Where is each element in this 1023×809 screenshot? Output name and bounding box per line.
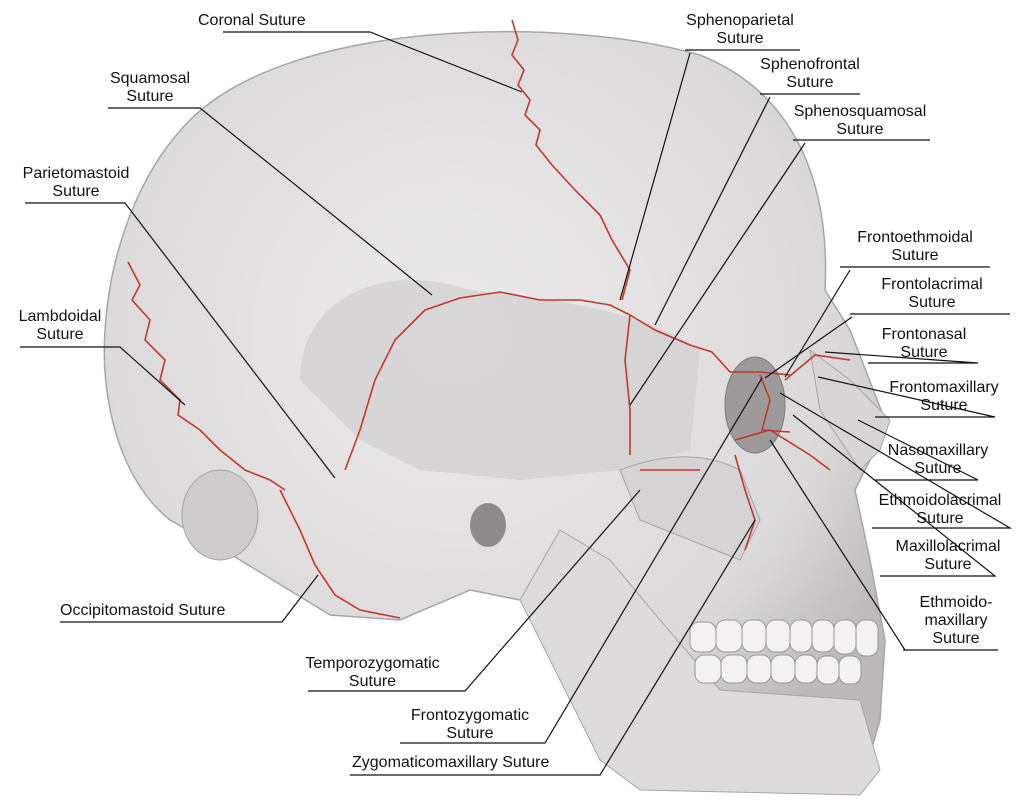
mastoid-process [182,470,258,560]
label-zygomaticomaxillary-suture: Zygomaticomaxillary Suture [352,754,549,772]
label-coronal-suture: Coronal Suture [198,12,306,30]
label-occipitomastoid-suture: Occipitomastoid Suture [60,602,225,620]
external-acoustic-meatus [470,503,506,547]
